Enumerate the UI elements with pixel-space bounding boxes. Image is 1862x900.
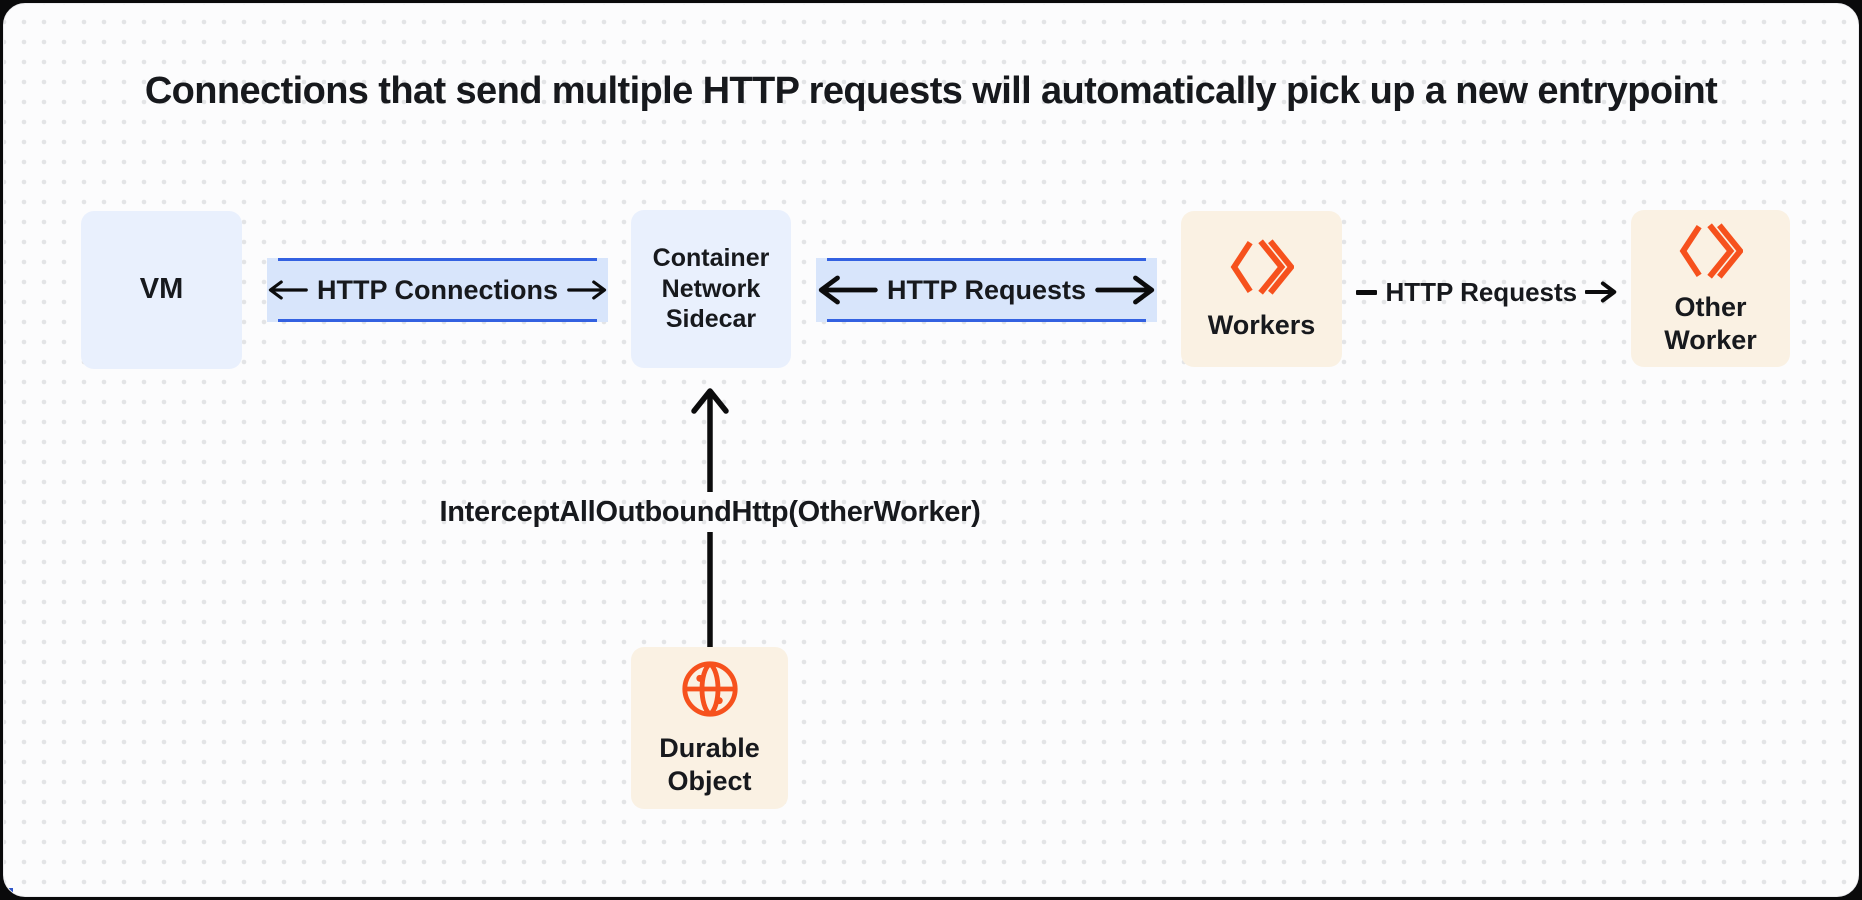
connection-vm-sidecar: HTTP Connections: [267, 258, 608, 322]
workers-logo-icon: [1679, 222, 1743, 279]
globe-icon: [681, 661, 738, 717]
node-vm-label: VM: [139, 273, 184, 306]
node-workers: Workers: [1181, 211, 1342, 367]
arrow-right-icon: [567, 280, 607, 300]
node-durable-object-label: Durable Object: [659, 733, 760, 796]
connection-workers-other-worker: HTTP Requests: [1356, 268, 1618, 316]
arrow-left-icon: [268, 280, 308, 300]
node-other-worker-label: Other Worker: [1664, 291, 1757, 355]
diagram-title: Connections that send multiple HTTP requ…: [144, 70, 1718, 112]
connection-workers-other-worker-label: HTTP Requests: [1385, 276, 1578, 307]
connection-vm-sidecar-label: HTTP Connections: [316, 274, 558, 305]
arrow-up-icon: [691, 388, 729, 647]
node-workers-label: Workers: [1207, 309, 1316, 340]
line-segment: [1356, 289, 1378, 295]
arrow-left-icon: [818, 275, 878, 305]
node-container-network-sidecar: Container Network Sidecar: [631, 210, 791, 368]
connection-durable-sidecar-label: InterceptAllOutboundHttp(OtherWorker): [439, 496, 981, 528]
arrow-right-icon: [1095, 275, 1155, 305]
connection-sidecar-workers: HTTP Requests: [816, 258, 1157, 322]
node-vm: VM: [81, 211, 242, 369]
arrow-right-icon: [1585, 281, 1617, 303]
node-durable-object: Durable Object: [631, 647, 788, 809]
node-container-network-sidecar-label: Container Network Sidecar: [652, 244, 770, 334]
node-other-worker: Other Worker: [1631, 210, 1790, 367]
cropped-blue-element: [6, 888, 13, 896]
diagram-canvas: Connections that send multiple HTTP requ…: [3, 3, 1859, 897]
connection-sidecar-workers-label: HTTP Requests: [886, 274, 1087, 305]
workers-logo-icon: [1230, 238, 1294, 295]
